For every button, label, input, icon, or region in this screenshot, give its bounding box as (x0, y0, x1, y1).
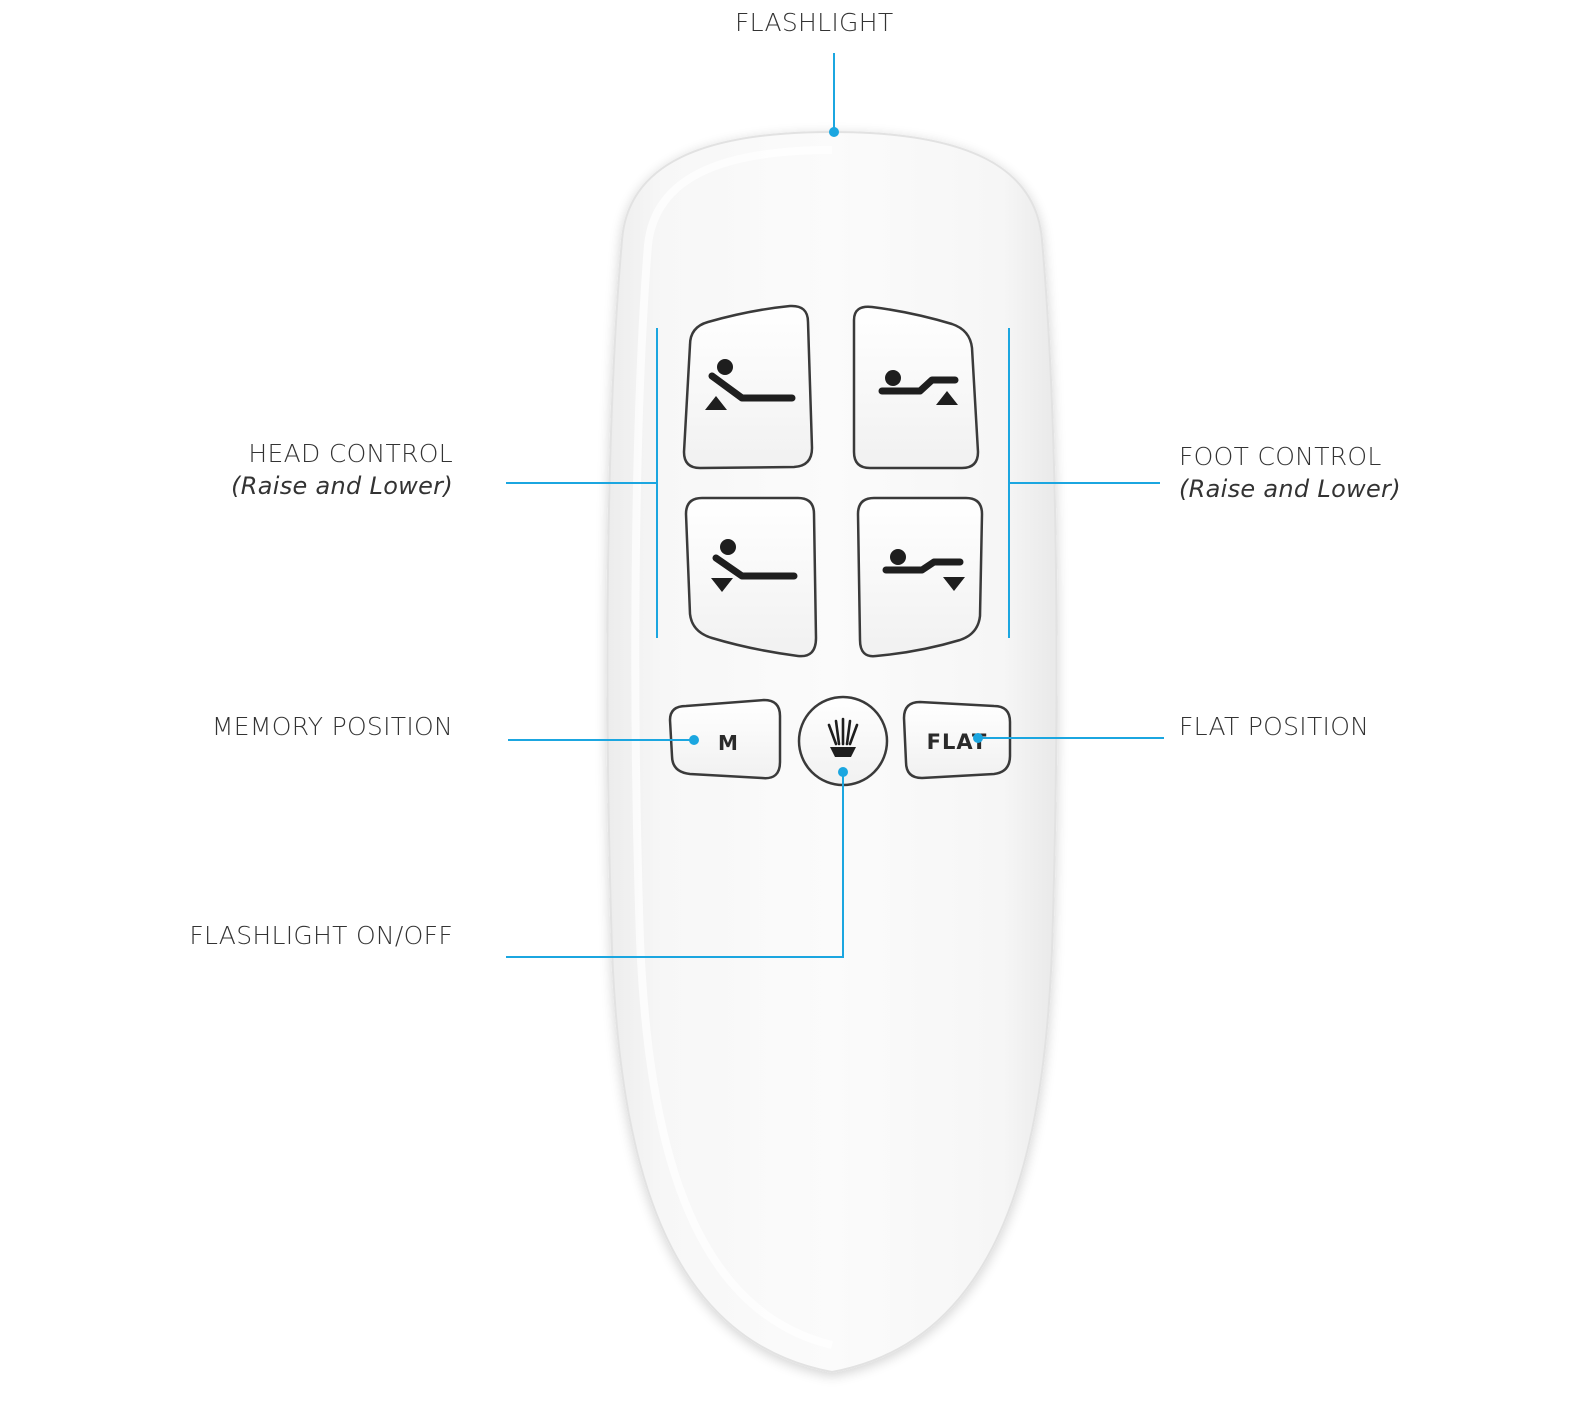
dot-flat (973, 733, 983, 743)
label-memory-position: MEMORY POSITION (211, 712, 453, 741)
head-lower-button[interactable] (684, 496, 818, 658)
dot-memory (689, 735, 699, 745)
head-raise-button[interactable] (682, 304, 814, 470)
flashlight-button[interactable] (797, 695, 889, 787)
foot-raise-button[interactable] (852, 305, 980, 470)
leader-lines (506, 53, 1164, 958)
dot-flashlight-on-off (838, 767, 848, 777)
foot-lower-icon (882, 549, 965, 591)
label-foot-control-sub: (Raise and Lower) (1179, 475, 1401, 503)
memory-button[interactable]: M (668, 698, 782, 780)
label-foot-control-title: FOOT CONTROL (1179, 442, 1382, 471)
memory-button-label: M (718, 731, 738, 755)
label-head-control: HEAD CONTROL (Raise and Lower) (231, 439, 453, 503)
label-flat-position: FLAT POSITION (1179, 712, 1370, 741)
label-head-control-sub: (Raise and Lower) (231, 472, 453, 500)
label-head-control-title: HEAD CONTROL (248, 439, 453, 468)
label-flashlight: FLASHLIGHT (735, 8, 894, 37)
foot-lower-button[interactable] (856, 496, 984, 658)
dot-flashlight (829, 127, 839, 137)
label-flashlight-on-off: FLASHLIGHT ON/OFF (189, 921, 453, 950)
leader-flashlight-on-off (506, 772, 844, 958)
flat-button[interactable]: FLAT (902, 700, 1012, 780)
head-lower-icon (711, 539, 798, 592)
remote-body-highlight (631, 146, 833, 1349)
head-raise-icon (705, 359, 796, 410)
flashlight-icon (827, 717, 859, 757)
foot-raise-icon (878, 370, 959, 405)
label-foot-control: FOOT CONTROL (Raise and Lower) (1179, 442, 1401, 506)
leader-dots (689, 127, 983, 777)
